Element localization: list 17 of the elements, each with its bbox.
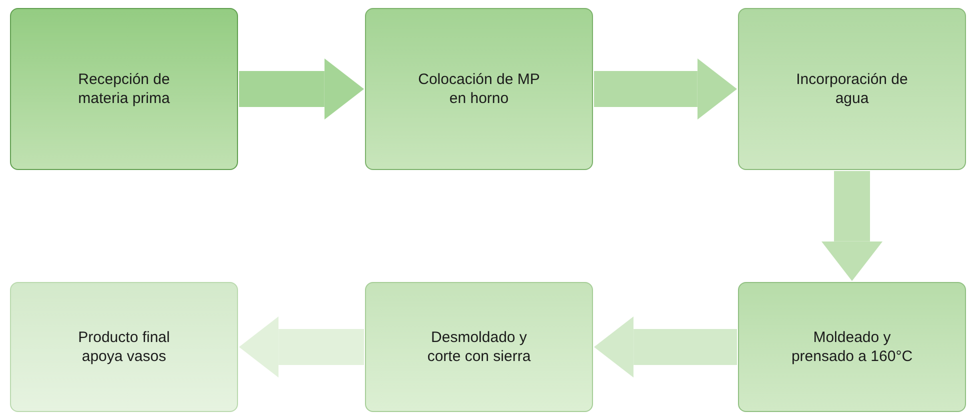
- process-box: [10, 282, 238, 412]
- process-box: [10, 8, 238, 170]
- process-box: [738, 282, 966, 412]
- process-box: [365, 8, 593, 170]
- step-label: Moldeado y prensado a 160°C: [790, 328, 914, 366]
- block-arrow: [594, 58, 737, 120]
- block-arrow: [821, 171, 883, 281]
- block-arrow: [239, 316, 364, 378]
- block-arrow: [594, 316, 737, 378]
- step-label: Recepción de materia prima: [77, 70, 171, 108]
- block-arrow: [239, 58, 364, 120]
- step-label: Colocación de MP en horno: [417, 70, 541, 108]
- process-box: [738, 8, 966, 170]
- step-label: Producto final apoya vasos: [77, 328, 171, 366]
- step-label: Desmoldado y corte con sierra: [426, 328, 532, 366]
- step-label: Incorporación de agua: [795, 70, 909, 108]
- process-box: [365, 282, 593, 412]
